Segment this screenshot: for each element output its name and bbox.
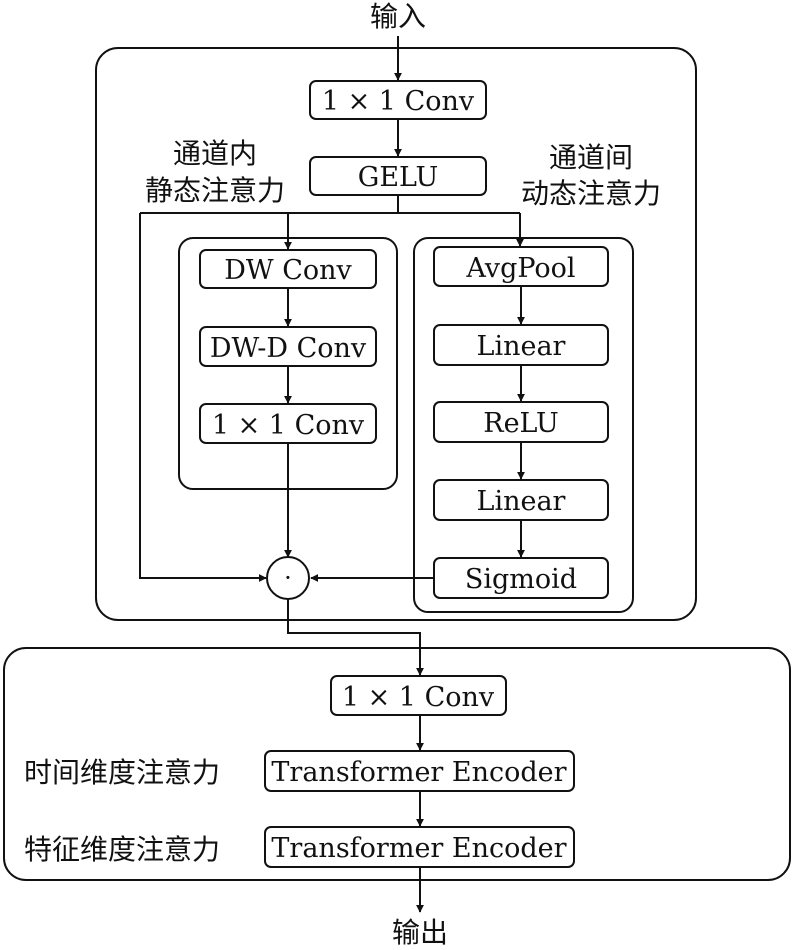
static-title-line2: 静态注意力 — [145, 174, 285, 207]
output-label: 输出 — [392, 916, 448, 949]
dw-d-conv-label: DW-D Conv — [210, 333, 367, 364]
dynamic-title-line1: 通道间 — [549, 141, 633, 174]
upper-to-lower-arrow — [287, 599, 424, 676]
skip-connection — [139, 213, 267, 582]
conv1x1-static-label: 1 × 1 Conv — [212, 410, 365, 441]
encoder1-label: Transformer Encoder — [271, 757, 566, 788]
feature-attention-label: 特征维度注意力 — [24, 833, 220, 866]
multiply-symbol: · — [284, 564, 292, 592]
conv1x1-lower-label: 1 × 1 Conv — [342, 682, 495, 713]
static-title-line1: 通道内 — [173, 137, 257, 170]
gelu-label: GELU — [358, 162, 439, 193]
conv1x1-top-label: 1 × 1 Conv — [322, 86, 475, 117]
encoder2-label: Transformer Encoder — [271, 833, 566, 864]
input-label: 输入 — [370, 0, 426, 33]
sigmoid-label: Sigmoid — [465, 564, 577, 595]
linear2-label: Linear — [477, 486, 566, 517]
relu-label: ReLU — [483, 408, 559, 439]
linear1-label: Linear — [477, 331, 566, 362]
dw-conv-label: DW Conv — [224, 255, 352, 286]
time-attention-label: 时间维度注意力 — [24, 756, 220, 789]
conv1x1-lower-box — [330, 675, 507, 716]
dynamic-title-line2: 动态注意力 — [521, 177, 661, 210]
avgpool-label: AvgPool — [465, 253, 575, 284]
